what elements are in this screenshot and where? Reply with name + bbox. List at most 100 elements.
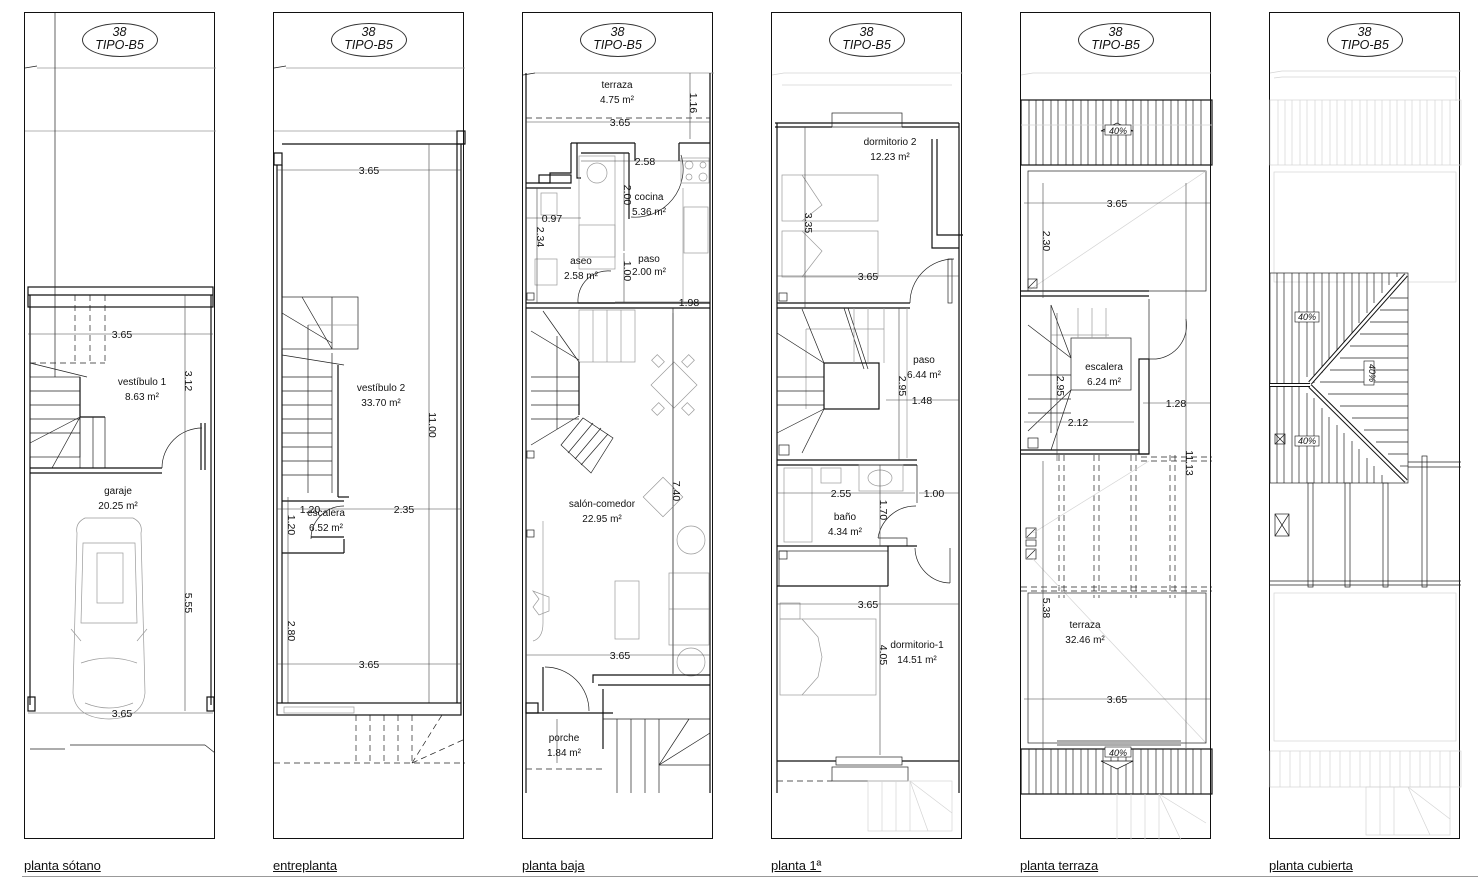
dimension-label: 1.70 [877, 500, 889, 521]
dimension-label: 5.55 [182, 593, 194, 614]
door-swing-icon [909, 258, 955, 304]
dimension-label: 0.97 [542, 213, 563, 225]
plan-caption-terraza: planta terraza [1020, 858, 1099, 873]
room-name: paso [913, 355, 935, 366]
slope-label: 40% [1109, 748, 1127, 758]
plan-baja: 1.16 3.65 2.58 2.00 0.97 2.34 1.00 1.98 … [522, 12, 714, 839]
slope-label: 40% [1298, 312, 1316, 322]
dimension-label: 2.55 [831, 488, 852, 500]
dimension-label: 2.95 [1054, 376, 1066, 397]
dimension-label: 2.30 [1040, 231, 1052, 252]
room-name: aseo [570, 256, 592, 267]
room-name: porche [549, 733, 580, 744]
room-name: dormitorio-1 [890, 640, 944, 651]
room-name: paso [638, 254, 660, 265]
room-name: dormitorio 2 [864, 137, 917, 148]
stair-icon [526, 309, 636, 474]
room-name: garaje [104, 486, 132, 497]
pergola-icon [1270, 455, 1461, 588]
room-name: escalera [307, 508, 345, 519]
room-area: 6.44 m² [907, 370, 942, 381]
room-name: vestíbulo 2 [357, 383, 406, 394]
room-name: baño [834, 512, 857, 523]
roof-hatch [1020, 99, 1213, 166]
room-name: terraza [601, 80, 633, 91]
slope-label: 40% [1367, 364, 1377, 382]
room-area: 20.25 m² [98, 501, 138, 512]
plan-entreplanta: 3.65 11.00 1.20 2.35 1.20 2.80 3.65 vest… [273, 12, 466, 839]
dining-table-icon [650, 354, 698, 416]
door-swing-icon [914, 547, 951, 584]
room-area: 32.46 m² [1065, 635, 1105, 646]
slope-label: 40% [1109, 126, 1127, 136]
plan-caption-cubierta: planta cubierta [1269, 858, 1353, 873]
plan-caption-primera: planta 1ª [771, 858, 822, 873]
pergola-icon [1021, 455, 1212, 598]
room-area: 33.70 m² [361, 398, 401, 409]
dimension-label: 1.28 [1166, 398, 1187, 410]
plan-terraza-drawing: 40% [1020, 72, 1213, 841]
dimension-label: 3.65 [858, 599, 879, 611]
dimension-label: 3.65 [359, 165, 380, 177]
baseline-divider [22, 876, 1478, 877]
door-swing-icon [630, 154, 684, 218]
slope-label: 40% [1298, 436, 1316, 446]
door-swing-icon [310, 505, 345, 540]
dimension-label: 2.58 [635, 156, 656, 168]
room-area: 6.52 m² [309, 523, 344, 534]
plan-terraza: 40% [1020, 12, 1213, 841]
dimension-label: 1.20 [300, 504, 321, 516]
dimension-label: 11.00 [426, 412, 438, 438]
dimension-label: 1.00 [924, 488, 945, 500]
dimension-label: 3.65 [858, 271, 879, 283]
room-name: terraza [1069, 620, 1101, 631]
hip-roof [1269, 272, 1409, 484]
dimension-label: 3.65 [359, 659, 380, 671]
dimension-label: 3.65 [1107, 694, 1128, 706]
plan-caption-entreplanta: entreplanta [273, 858, 337, 873]
room-area: 5.36 m² [632, 207, 667, 218]
stair-icon [1027, 304, 1132, 451]
room-area: 22.95 m² [582, 514, 622, 525]
car-icon [70, 517, 148, 720]
plan-entreplanta-drawing: 3.65 11.00 1.20 2.35 1.20 2.80 3.65 vest… [273, 65, 466, 764]
plan-baja-drawing: 1.16 3.65 2.58 2.00 0.97 2.34 1.00 1.98 … [522, 72, 714, 793]
dimension-label: 1.00 [621, 261, 633, 282]
dimension-label: 1.98 [679, 297, 700, 309]
dimension-label: 7.40 [670, 481, 682, 502]
plan-primera-drawing: 3.35 3.65 2.95 1.48 2.55 1.00 1.70 3.65 … [771, 72, 963, 832]
room-area: 2.58 m² [564, 271, 599, 282]
dimension-label: 1.20 [285, 515, 297, 536]
plan-cubierta-drawing: 40% 40% 40% [1269, 70, 1462, 836]
dimension-label: 3.65 [610, 650, 631, 662]
room-name: cocina [635, 192, 664, 203]
door-swing-icon [161, 427, 203, 469]
room-area: 4.34 m² [828, 527, 863, 538]
dimension-label: 2.00 [621, 185, 633, 206]
room-area: 12.23 m² [870, 152, 910, 163]
room-name: salón-comedor [569, 499, 636, 510]
dimension-label: 1.48 [912, 395, 933, 407]
dimension-label: 2.34 [534, 227, 546, 248]
room-area: 1.84 m² [547, 748, 582, 759]
room-area: 6.24 m² [1087, 377, 1122, 388]
door-swing-icon [544, 666, 590, 712]
bed-icon [781, 174, 879, 278]
dimension-label: 5.38 [1040, 598, 1052, 619]
stair-icon [29, 13, 106, 469]
dimension-label: 11.13 [1183, 450, 1195, 476]
plan-caption-baja: planta baja [522, 858, 585, 873]
room-area: 14.51 m² [897, 655, 937, 666]
plan-sotano: 3.65 3.12 5.55 3.65 vestíbulo 1 8.63 m² … [24, 12, 216, 839]
plan-primera: 3.35 3.65 2.95 1.48 2.55 1.00 1.70 3.65 … [771, 12, 963, 839]
room-area: 8.63 m² [125, 392, 160, 403]
dimension-label: 2.95 [896, 376, 908, 397]
dimension-label: 4.05 [877, 645, 889, 666]
room-area: 4.75 m² [600, 95, 635, 106]
